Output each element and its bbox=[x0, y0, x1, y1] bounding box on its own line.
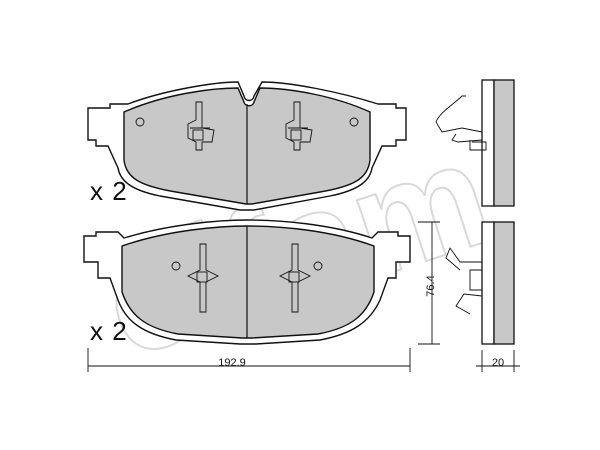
thickness-dimension-value: 20 bbox=[492, 357, 504, 369]
bottom-hole-right bbox=[313, 261, 323, 271]
bottom-hole-left bbox=[171, 261, 181, 271]
top-hole-left bbox=[135, 117, 145, 127]
height-dimension-value: 76.4 bbox=[425, 275, 437, 296]
top-side-backing-plate bbox=[481, 79, 495, 207]
bottom-left-pin bbox=[186, 243, 220, 313]
top-right-clip bbox=[285, 101, 313, 151]
top-side-view bbox=[435, 79, 515, 207]
thickness-dimension: 20 bbox=[476, 350, 520, 372]
top-side-spring-clip bbox=[435, 95, 487, 151]
top-quantity-label: x 2 bbox=[90, 176, 128, 206]
bottom-quantity-label: x 2 bbox=[90, 316, 128, 346]
top-side-friction bbox=[493, 79, 515, 207]
bottom-brake-pad-pair: x 2 bbox=[83, 219, 411, 346]
bottom-friction-material bbox=[121, 225, 375, 339]
height-dimension: 76.4 bbox=[418, 221, 440, 345]
top-brake-pad-pair: x 2 bbox=[87, 81, 407, 211]
width-dimension-value: 192.9 bbox=[218, 357, 246, 369]
bottom-side-backing-plate bbox=[481, 221, 495, 345]
bottom-side-spring-clip bbox=[445, 247, 483, 315]
bottom-right-pin bbox=[278, 243, 312, 313]
width-dimension: 192.9 bbox=[87, 348, 411, 372]
top-hole-right bbox=[349, 117, 359, 127]
bottom-side-view bbox=[445, 221, 515, 345]
top-left-clip bbox=[187, 101, 215, 151]
bottom-side-friction bbox=[493, 221, 515, 345]
